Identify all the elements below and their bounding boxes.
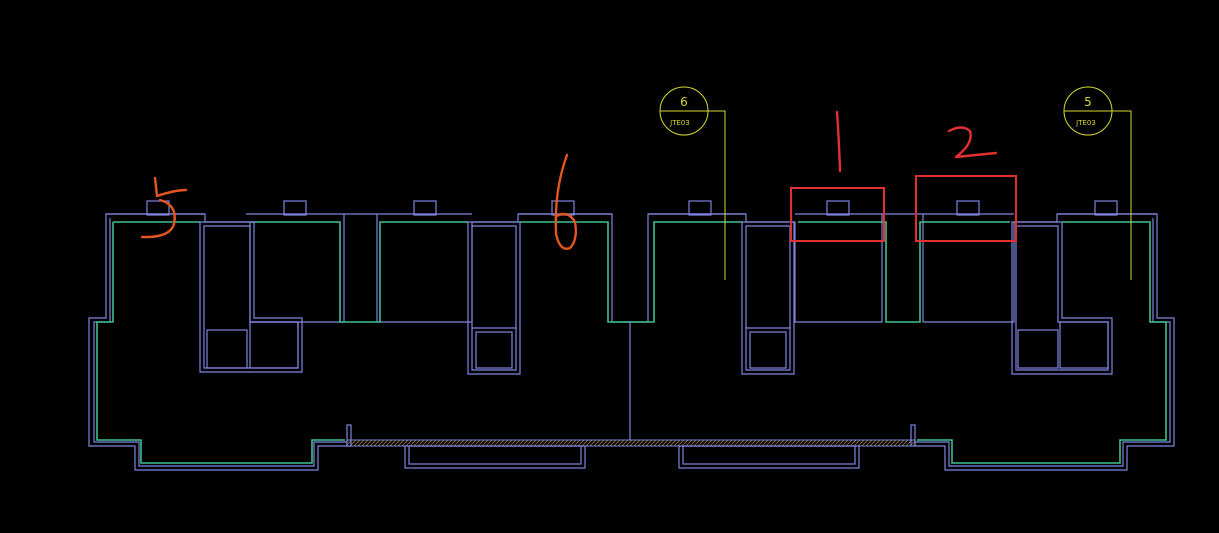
detail-tag-6-number: 6 xyxy=(680,95,688,109)
well-4-box-b xyxy=(1059,321,1109,369)
detail-tag-5-leader xyxy=(1112,110,1132,280)
vent-1 xyxy=(146,200,170,216)
well-1-box-a xyxy=(206,329,248,369)
handwritten-mark-5 xyxy=(140,176,188,239)
outer-wall xyxy=(88,213,1175,471)
finish-line-top-2 xyxy=(798,221,1167,464)
vent-7 xyxy=(956,200,980,216)
vent-5 xyxy=(688,200,712,216)
vent-3 xyxy=(413,200,437,216)
balcony-end-left xyxy=(346,424,352,447)
well-1-box-b xyxy=(249,321,299,369)
vent-2 xyxy=(283,200,307,216)
balcony-end-right xyxy=(910,424,916,447)
well-3-box xyxy=(749,331,787,369)
vent-6 xyxy=(826,200,850,216)
well-1 xyxy=(199,221,303,373)
well-2-box xyxy=(475,331,513,369)
well-2-inner xyxy=(471,225,517,371)
roof-vents xyxy=(106,200,1157,216)
planter-right xyxy=(678,445,860,469)
vent-8 xyxy=(1094,200,1118,216)
finish-line-top-1 xyxy=(113,221,742,323)
planter-left xyxy=(404,445,586,469)
detail-tag-5-number: 5 xyxy=(1084,95,1092,109)
detail-tag-5: 5 JTE03 xyxy=(1063,86,1132,280)
well-4 xyxy=(1011,221,1113,375)
well-4-box-a xyxy=(1017,329,1059,369)
well-1-inner xyxy=(203,225,299,369)
balcony-slab xyxy=(346,424,916,469)
outer-wall-outer-line xyxy=(88,213,1175,471)
detail-tag-5-ref: JTE03 xyxy=(1075,119,1096,127)
highlight-box-1 xyxy=(790,187,885,242)
detail-tag-6-ref: JTE03 xyxy=(669,119,690,127)
planter-left-inner xyxy=(408,445,582,465)
detail-tag-6-leader xyxy=(708,110,726,280)
outer-wall-inner-line xyxy=(93,218,1171,467)
handwritten-mark-2 xyxy=(947,126,998,159)
inner-finish-line xyxy=(96,221,1167,464)
balcony-hatch xyxy=(346,439,916,447)
planter-right-inner xyxy=(682,445,856,465)
well-2 xyxy=(467,221,521,375)
highlight-box-2 xyxy=(915,175,1017,242)
handwritten-mark-6 xyxy=(554,153,578,250)
light-wells xyxy=(199,221,1113,375)
finish-line-left xyxy=(96,222,345,464)
handwritten-mark-1 xyxy=(835,110,842,173)
well-3 xyxy=(741,221,795,375)
well-3-inner xyxy=(745,225,791,371)
detail-tag-6: 6 JTE03 xyxy=(659,86,726,280)
